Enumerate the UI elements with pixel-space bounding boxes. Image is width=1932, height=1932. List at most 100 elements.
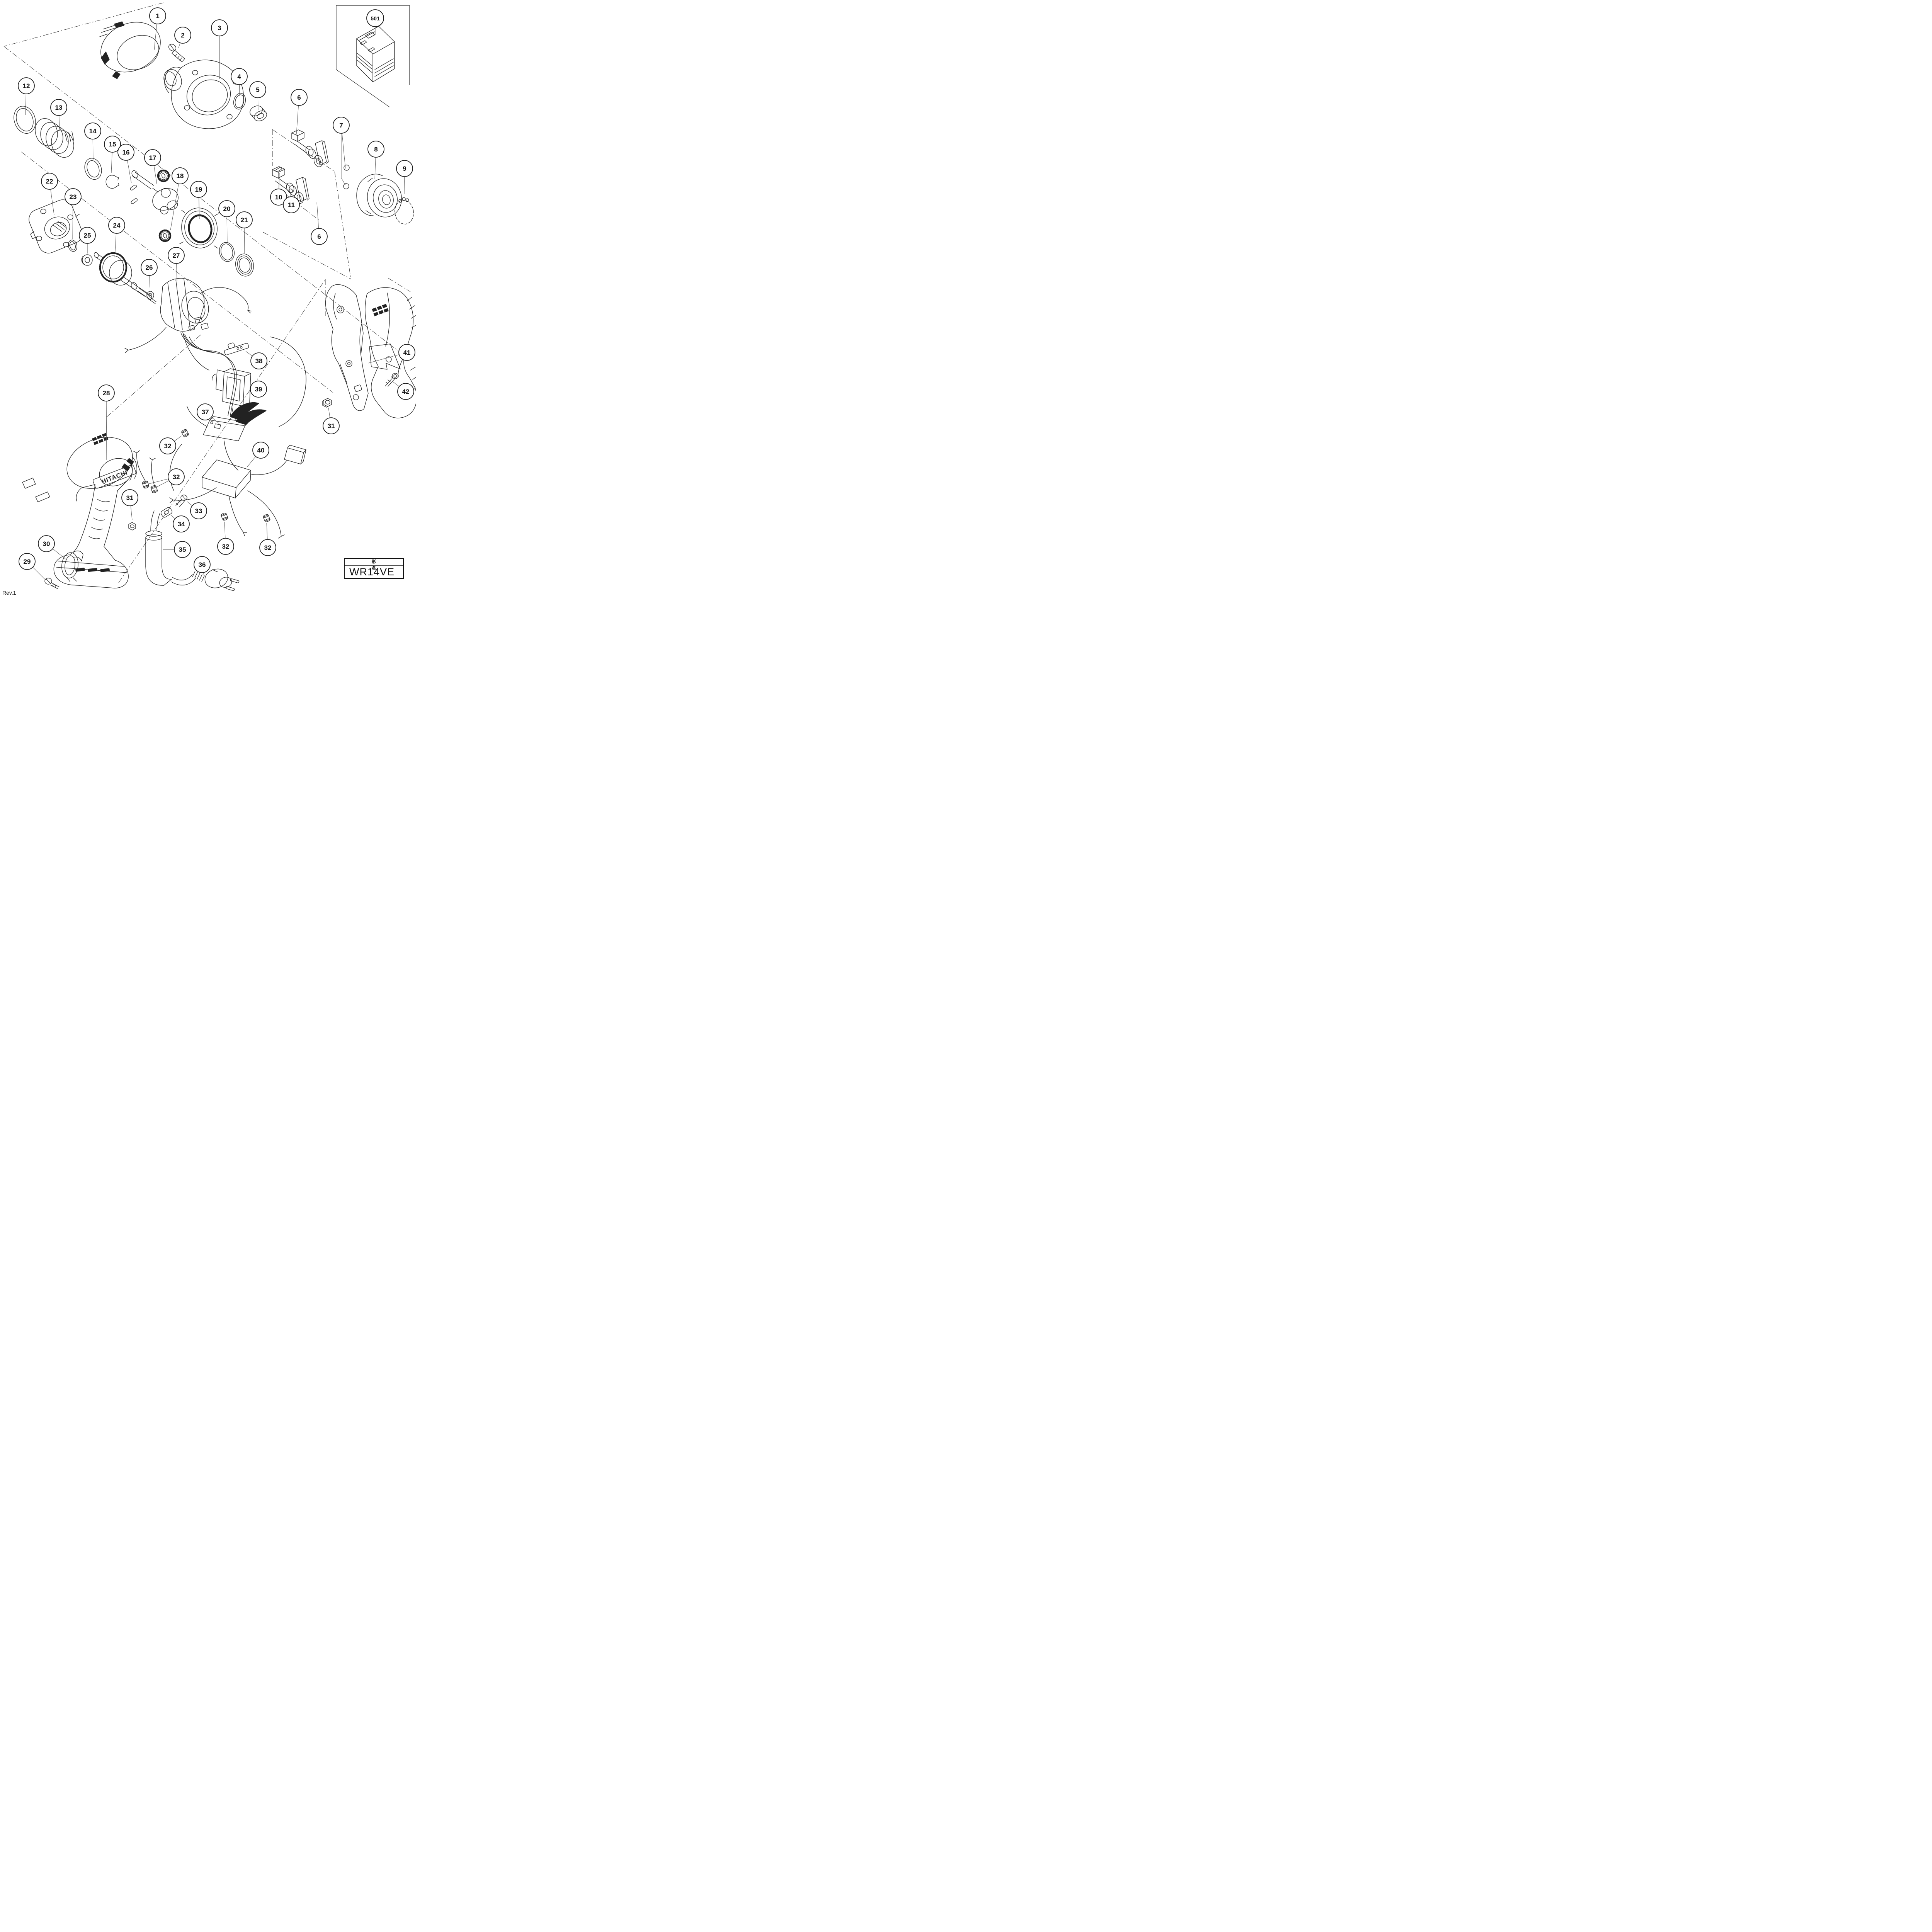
balloon-19: 19 <box>190 181 207 198</box>
balloon-circle <box>141 259 158 276</box>
balloon-number: 24 <box>113 222 121 229</box>
balloon-number: 8 <box>374 146 378 153</box>
balloon-7: 7 <box>333 117 350 134</box>
balloon-circle <box>159 437 176 454</box>
balloon-circle <box>366 9 384 27</box>
balloon-circle <box>252 442 269 459</box>
leader-line <box>59 115 60 131</box>
balloon-number: 3 <box>218 24 221 32</box>
balloon-circle <box>50 99 67 116</box>
balloon-circle <box>249 81 266 98</box>
balloon-12: 12 <box>18 77 35 94</box>
balloon-number: 30 <box>43 540 50 548</box>
leader-line <box>114 233 117 258</box>
balloon-number: 23 <box>70 193 77 201</box>
balloon-number: 28 <box>103 389 110 397</box>
leader-line <box>404 176 405 194</box>
balloon-number: 27 <box>173 252 180 259</box>
part-washer-14 <box>84 158 102 180</box>
balloon-28: 28 <box>98 384 115 401</box>
leader-line <box>149 478 168 484</box>
part-ring-23 <box>68 240 77 252</box>
balloon-number: 501 <box>371 15 380 22</box>
balloon-3: 3 <box>211 19 228 36</box>
part-anvil-assembly <box>291 129 329 167</box>
balloon-number: 42 <box>402 388 410 395</box>
frame-line <box>336 69 390 107</box>
balloon-circle <box>98 384 115 401</box>
balloon-number: 11 <box>288 201 295 209</box>
balloon-32: 32 <box>168 468 185 485</box>
frame-line <box>263 232 351 279</box>
frame-line <box>118 279 326 583</box>
balloon-2: 2 <box>174 27 191 44</box>
balloon-circle <box>396 160 413 177</box>
part-machine-screw <box>168 44 185 62</box>
frame-line <box>3 46 408 359</box>
revision-label: Rev.1 <box>2 590 16 596</box>
part-tapping-screw-42 <box>385 373 399 387</box>
balloon-number: 14 <box>89 128 97 135</box>
part-spindle <box>131 170 179 214</box>
balloon-number: 34 <box>178 520 185 528</box>
balloon-circle <box>236 211 253 228</box>
part-armature <box>94 252 156 304</box>
balloon-number: 37 <box>202 408 209 416</box>
balloon-27: 27 <box>168 247 185 264</box>
balloon-circle <box>218 200 235 217</box>
balloon-501: 501 <box>366 9 384 27</box>
balloon-circle <box>168 468 185 485</box>
balloon-31: 31 <box>121 489 138 506</box>
part-screw-29 <box>44 578 60 589</box>
leader-line <box>178 43 180 48</box>
part-hammer-case <box>163 60 244 129</box>
balloon-number: 12 <box>23 82 30 90</box>
part-brush-caps <box>142 429 270 522</box>
balloon-number: 32 <box>173 473 180 481</box>
exploded-diagram: HITACHI <box>3 2 416 591</box>
part-o-ring-4 <box>233 93 246 110</box>
balloon-18: 18 <box>172 167 189 184</box>
leader-line <box>211 417 219 424</box>
balloon-35: 35 <box>174 541 191 558</box>
balloon-21: 21 <box>236 211 253 228</box>
leader-line <box>170 184 179 231</box>
frame-line <box>336 5 410 85</box>
balloon-circle <box>333 117 350 134</box>
balloon-number: 41 <box>403 349 411 356</box>
leader-line <box>130 505 133 520</box>
balloon-number: 29 <box>24 558 31 565</box>
balloon-number: 31 <box>126 494 134 502</box>
part-pin <box>276 167 282 172</box>
title-block: 形 名 WR14VE <box>344 558 404 579</box>
balloon-32: 32 <box>259 539 276 556</box>
part-housing-halves <box>325 284 416 418</box>
balloon-circle <box>108 217 125 234</box>
balloon-number: 22 <box>46 178 53 185</box>
part-circuit-board <box>187 402 267 471</box>
balloon-circle <box>79 227 96 244</box>
balloon-33: 33 <box>190 502 207 519</box>
balloon-number: 18 <box>177 172 184 180</box>
frame-line <box>334 171 351 279</box>
balloon-26: 26 <box>141 259 158 276</box>
balloon-number: 20 <box>223 205 231 213</box>
balloon-number: 40 <box>257 447 265 454</box>
balloon-34: 34 <box>173 515 190 532</box>
part-controller <box>133 337 306 539</box>
balloon-20: 20 <box>218 200 235 217</box>
part-push-button <box>224 342 249 355</box>
balloon-number: 32 <box>264 544 272 551</box>
frame-line <box>388 278 411 292</box>
leader-line <box>154 24 157 51</box>
part-spring <box>35 118 74 158</box>
balloon-circle <box>173 515 190 532</box>
balloon-24: 24 <box>108 217 125 234</box>
leader-line <box>224 521 226 539</box>
balloon-circle <box>144 149 161 166</box>
balloon-11: 11 <box>283 196 300 213</box>
balloon-circle <box>190 181 207 198</box>
part-tapping-screw-33 <box>175 495 187 507</box>
balloon-4: 4 <box>231 68 248 85</box>
balloon-circle <box>291 89 308 106</box>
